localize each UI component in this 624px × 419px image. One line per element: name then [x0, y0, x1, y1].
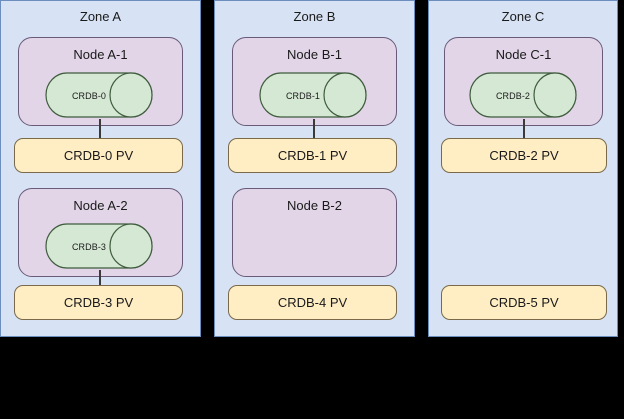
- volume-crdb-2-pv[interactable]: CRDB-2 PV: [441, 138, 607, 173]
- database-crdb-2[interactable]: CRDB-2: [469, 72, 579, 119]
- database-crdb-0-label: CRDB-0: [71, 90, 107, 101]
- node-b-1-label: Node B-1: [287, 47, 342, 62]
- database-crdb-3[interactable]: CRDB-3: [45, 223, 155, 270]
- volume-crdb-1-pv[interactable]: CRDB-1 PV: [228, 138, 397, 173]
- volume-crdb-3-pv[interactable]: CRDB-3 PV: [14, 285, 183, 320]
- volume-crdb-0-pv[interactable]: CRDB-0 PV: [14, 138, 183, 173]
- volume-crdb-5-pv[interactable]: CRDB-5 PV: [441, 285, 607, 320]
- database-crdb-1[interactable]: CRDB-1: [259, 72, 369, 119]
- connector-crdb-1-to-pv: [313, 119, 315, 139]
- zone-c-title: Zone C: [501, 9, 545, 24]
- connector-crdb-3-to-pv: [99, 270, 101, 290]
- connector-crdb-0-to-pv: [99, 119, 101, 139]
- node-b-2[interactable]: Node B-2: [232, 188, 397, 277]
- zone-a-title: Zone A: [79, 9, 122, 24]
- zone-b-title: Zone B: [293, 9, 336, 24]
- database-crdb-3-label: CRDB-3: [71, 241, 107, 252]
- node-a-2-label: Node A-2: [73, 198, 128, 213]
- connector-crdb-2-to-pv: [523, 119, 525, 139]
- node-c-1-label: Node C-1: [495, 47, 552, 62]
- volume-crdb-4-pv[interactable]: CRDB-4 PV: [228, 285, 397, 320]
- database-crdb-2-label: CRDB-2: [495, 90, 531, 101]
- node-b-2-label: Node B-2: [287, 198, 342, 213]
- database-crdb-1-label: CRDB-1: [285, 90, 321, 101]
- database-crdb-0[interactable]: CRDB-0: [45, 72, 155, 119]
- node-a-1-label: Node A-1: [73, 47, 128, 62]
